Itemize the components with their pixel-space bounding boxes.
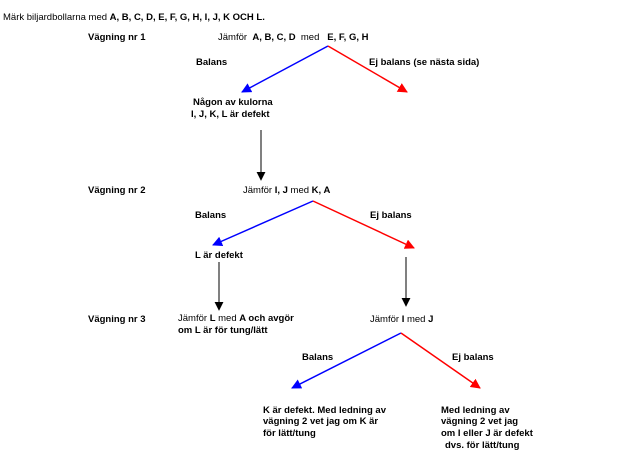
weighing3-left-line2: om L är för tung/lätt xyxy=(178,325,268,336)
weighing3-left-b: A xyxy=(239,313,246,324)
weighing2-result: L är defekt xyxy=(195,250,243,261)
weighing3-balans-label: Balans xyxy=(302,352,334,363)
weighing1-result-line1: Någon av kulorna xyxy=(193,97,273,108)
weighing3-ej-balans-arrow xyxy=(400,332,481,389)
weighing3-balans-result-line2: vägning 2 vet jag om K är xyxy=(263,416,379,427)
weighing3-ej-balans-result-line1: Med ledning av xyxy=(441,405,510,416)
weighing2-left: I, J xyxy=(274,185,288,196)
weighing3-right-a: I xyxy=(401,314,405,325)
header-prefix: Märk biljardbollarna med xyxy=(3,12,110,23)
weighing2-balans-arrow xyxy=(212,200,314,246)
weighing3-left-compare: Jämför L med A och avgör xyxy=(178,313,294,324)
weighing3-label: Vägning nr 3 xyxy=(88,314,146,325)
weighing3-left-end: och avgör xyxy=(245,313,294,324)
weighing3-ej-balans-result-line3: om I eller J är defekt xyxy=(441,428,533,439)
weighing3-left-a: L xyxy=(209,313,216,324)
weighing1-right: E, F, G, H xyxy=(327,32,369,43)
weighing3-ej-balans-result-line4: dvs. för lätt/tung xyxy=(445,440,520,451)
weighing3-right-mid: med xyxy=(404,314,429,325)
header-balls: A, B, C, D, E, F, G, H, I, J, K OCH L. xyxy=(109,12,265,23)
weighing3-ej-balans-result-line2: vägning 2 vet jag xyxy=(441,416,519,427)
weighing2-label: Vägning nr 2 xyxy=(88,185,146,196)
weighing2-right: K, A xyxy=(311,185,331,196)
weighing1-ej-balans-label: Ej balans (se nästa sida) xyxy=(369,57,480,68)
weighing2-compare-prefix: Jämför xyxy=(243,185,275,196)
header-line: Märk biljardbollarna med A, B, C, D, E, … xyxy=(3,12,265,23)
weighing1-label: Vägning nr 1 xyxy=(88,32,146,43)
weighing2-mid: med xyxy=(287,185,312,196)
weighing1-balans-label: Balans xyxy=(196,57,228,68)
weighing1-mid: med xyxy=(300,32,320,43)
weighing1-balans-arrow xyxy=(241,45,329,93)
weighing3-left-mid: med xyxy=(215,313,240,324)
weighing2-compare: Jämför I, J med K, A xyxy=(243,185,330,196)
weighing3-left-prefix: Jämför xyxy=(178,313,210,324)
weighing1-left: A, B, C, D xyxy=(252,32,296,43)
weighing2-ej-balans-arrow xyxy=(312,200,415,249)
weighing1-ej-balans-arrow xyxy=(327,45,408,93)
weighing3-right-prefix: Jämför xyxy=(370,314,402,325)
weighing2-balans-label: Balans xyxy=(195,210,227,221)
weighing3-right-compare: Jämför I med J xyxy=(370,314,433,325)
weighing2-ej-balans-label: Ej balans xyxy=(370,210,412,221)
weighing3-right-b: J xyxy=(428,314,434,325)
weighing3-balans-arrow xyxy=(291,332,402,389)
weighing1-result-line2: I, J, K, L är defekt xyxy=(191,109,270,120)
weighing3-balans-result-line1: K är defekt. Med ledning av xyxy=(263,405,386,416)
weighing3-balans-result-line3: för lätt/tung xyxy=(263,428,316,439)
weighing1-compare-prefix: Jämför xyxy=(218,32,248,43)
weighing3-ej-balans-label: Ej balans xyxy=(452,352,494,363)
weighing1-compare: Jämför A, B, C, D med E, F, G, H xyxy=(218,32,368,43)
